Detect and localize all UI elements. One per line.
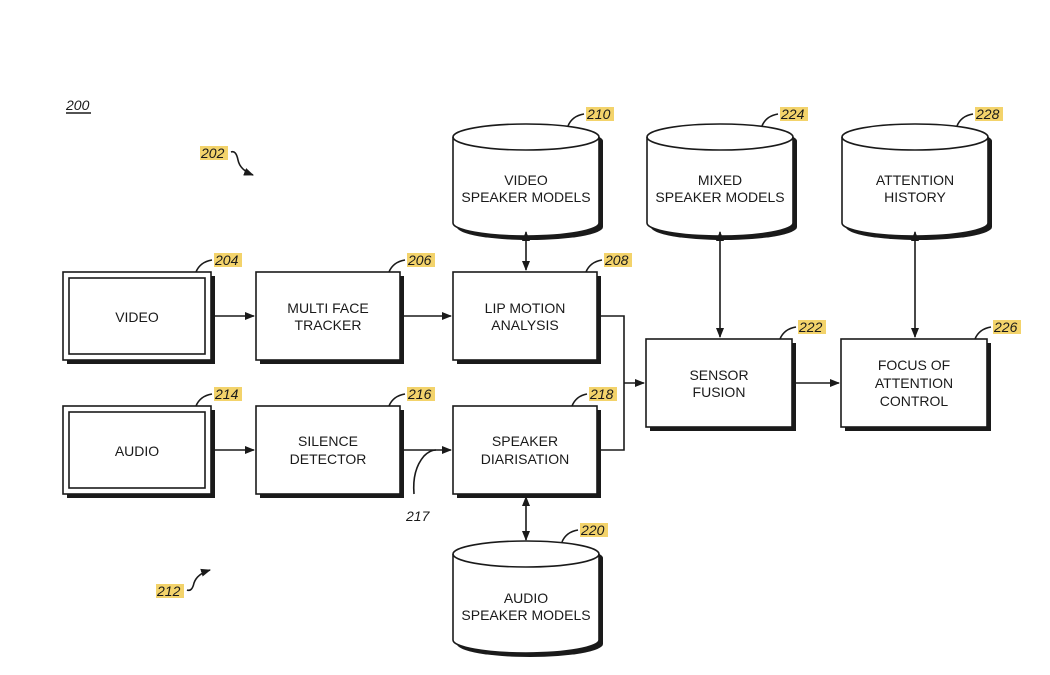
sensor-fusion-label-2: FUSION: [693, 384, 746, 400]
speaker-diarisation-label-2: DIARISATION: [481, 451, 569, 467]
multi-face-tracker-label-1: MULTI FACE: [287, 300, 368, 316]
audio-speaker-models-db: AUDIO SPEAKER MODELS: [452, 540, 603, 657]
ref-212: 212: [156, 583, 181, 599]
ref-214: 214: [214, 386, 239, 402]
ref-217-lead: [412, 449, 437, 495]
focus-of-attention-label-1: FOCUS OF: [878, 357, 950, 373]
multi-face-tracker-label-2: TRACKER: [295, 317, 362, 333]
edge-merge-bracket: [600, 315, 625, 451]
ref-210: 210: [586, 106, 611, 122]
sensor-fusion-node: SENSOR FUSION: [645, 338, 796, 431]
mixed-speaker-models-label-2: SPEAKER MODELS: [655, 189, 784, 205]
lip-motion-analysis-label-1: LIP MOTION: [485, 300, 566, 316]
attention-history-label-2: HISTORY: [884, 189, 946, 205]
focus-of-attention-control-node: FOCUS OF ATTENTION CONTROL: [840, 338, 991, 431]
figure-number: 200: [65, 97, 90, 113]
silence-detector-label-2: DETECTOR: [290, 451, 367, 467]
ref-220: 220: [580, 522, 605, 538]
ref-218: 218: [589, 386, 614, 402]
ref-228: 228: [975, 106, 1000, 122]
ref-212-arrow: [186, 568, 211, 592]
ref-204: 204: [214, 252, 239, 268]
silence-detector-label-1: SILENCE: [298, 433, 358, 449]
speaker-diarisation-node: SPEAKER DIARISATION: [452, 405, 601, 498]
lip-motion-analysis-node: LIP MOTION ANALYSIS: [452, 271, 601, 364]
video-speaker-models-label-2: SPEAKER MODELS: [461, 189, 590, 205]
audio-speaker-models-label-2: SPEAKER MODELS: [461, 607, 590, 623]
ref-222: 222: [798, 319, 823, 335]
sensor-fusion-label-1: SENSOR: [689, 367, 748, 383]
ref-208: 208: [604, 252, 629, 268]
video-speaker-models-label-1: VIDEO: [504, 172, 548, 188]
video-source-label: VIDEO: [115, 309, 159, 325]
ref-224: 224: [780, 106, 805, 122]
attention-history-db: ATTENTION HISTORY: [841, 123, 992, 240]
ref-206: 206: [407, 252, 432, 268]
mixed-speaker-models-db: MIXED SPEAKER MODELS: [646, 123, 797, 240]
audio-source-label: AUDIO: [115, 443, 159, 459]
ref-202-arrow: [230, 150, 254, 176]
video-speaker-models-db: VIDEO SPEAKER MODELS: [452, 123, 603, 240]
mixed-speaker-models-label-1: MIXED: [698, 172, 742, 188]
multi-face-tracker-node: MULTI FACE TRACKER: [255, 271, 404, 364]
audio-source-node: AUDIO: [62, 405, 215, 498]
focus-of-attention-label-2: ATTENTION: [875, 375, 953, 391]
speaker-diarisation-label-1: SPEAKER: [492, 433, 558, 449]
ref-204-highlight: [214, 253, 242, 267]
attention-history-label-1: ATTENTION: [876, 172, 954, 188]
ref-226: 226: [993, 319, 1018, 335]
silence-detector-node: SILENCE DETECTOR: [255, 405, 404, 498]
ref-216: 216: [407, 386, 432, 402]
focus-of-attention-label-3: CONTROL: [880, 393, 949, 409]
ref-217: 217: [405, 508, 431, 524]
lip-motion-analysis-label-2: ANALYSIS: [491, 317, 558, 333]
ref-202: 202: [200, 145, 225, 161]
video-source-node: VIDEO: [62, 271, 215, 364]
audio-speaker-models-label-1: AUDIO: [504, 590, 548, 606]
